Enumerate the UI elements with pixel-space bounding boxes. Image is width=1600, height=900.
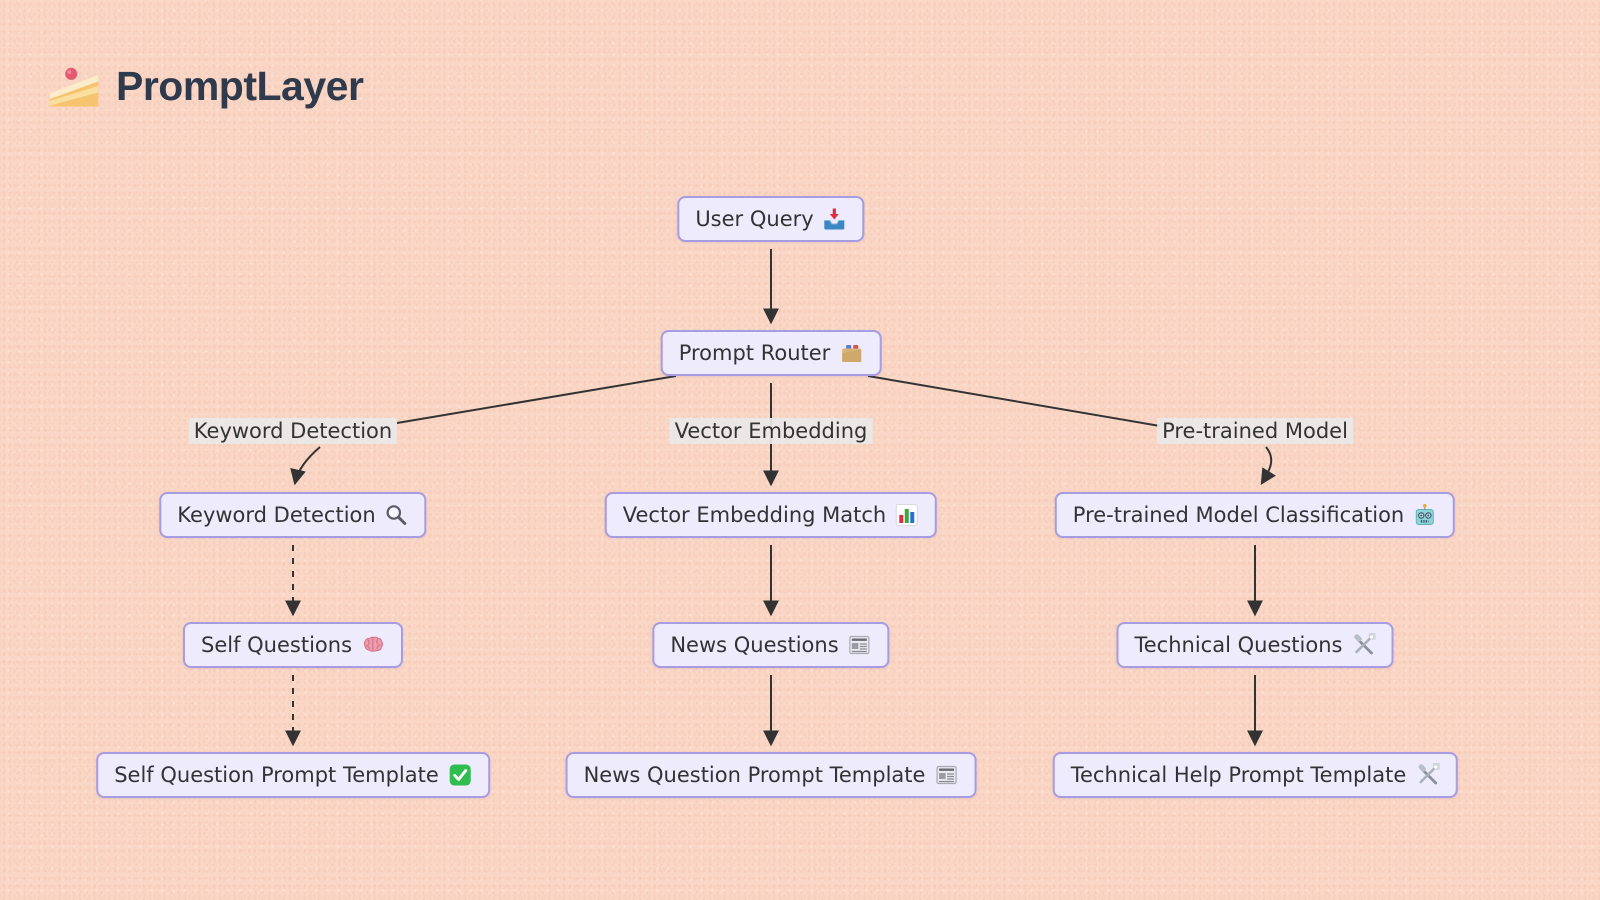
node-news-question-prompt-template: News Question Prompt Template: [565, 752, 977, 798]
card-index-dividers-icon: [839, 341, 863, 365]
hammer-and-wrench-icon: [1415, 763, 1440, 787]
edge-label-vector-embedding: Vector Embedding: [669, 418, 873, 444]
newspaper-icon: [848, 633, 872, 657]
node-keyword-detection: Keyword Detection: [159, 492, 427, 538]
node-prompt-router: Prompt Router: [660, 330, 882, 376]
edge-label-keyword-detection: Keyword Detection: [188, 418, 398, 444]
edge-prompt-router-to-keyword-label: [396, 375, 677, 424]
node-label: Technical Questions: [1134, 633, 1343, 657]
node-label: Self Questions: [200, 633, 353, 657]
newspaper-icon: [934, 763, 958, 787]
bar-chart-icon: [895, 503, 919, 527]
magnifying-glass-icon: [385, 503, 409, 527]
node-label: Vector Embedding Match: [622, 503, 887, 527]
edge-prompt-router-to-pretrained-label: [867, 375, 1161, 427]
node-technical-questions: Technical Questions: [1116, 622, 1394, 668]
node-label: Keyword Detection: [177, 503, 376, 527]
edge-label-pretrained-model: Pre-trained Model: [1157, 418, 1353, 444]
node-pretrained-model-classification: Pre-trained Model Classification: [1054, 492, 1456, 538]
node-label: News Questions: [670, 633, 839, 657]
brand-logo: PromptLayer: [46, 58, 364, 114]
node-label: Self Question Prompt Template: [114, 763, 439, 787]
edge-pretrained-label-to-classification: [1260, 446, 1276, 486]
node-label: Prompt Router: [678, 341, 831, 365]
cake-slice-icon: [46, 58, 102, 114]
robot-icon: [1413, 503, 1437, 527]
node-user-query: User Query: [677, 196, 865, 242]
inbox-tray-icon: [823, 207, 847, 231]
node-label: News Question Prompt Template: [583, 763, 926, 787]
node-technical-help-prompt-template: Technical Help Prompt Template: [1052, 752, 1458, 798]
edge-keyword-label-to-keyword-detection: [290, 446, 321, 486]
node-self-question-prompt-template: Self Question Prompt Template: [96, 752, 490, 798]
node-news-questions: News Questions: [652, 622, 890, 668]
hammer-and-wrench-icon: [1351, 633, 1376, 657]
check-mark-button-icon: [448, 763, 472, 787]
node-label: User Query: [695, 207, 814, 231]
node-label: Technical Help Prompt Template: [1070, 763, 1407, 787]
node-label: Pre-trained Model Classification: [1072, 503, 1405, 527]
brand-name: PromptLayer: [116, 62, 364, 109]
brain-icon: [361, 633, 385, 657]
node-self-questions: Self Questions: [182, 622, 404, 668]
node-vector-embedding-match: Vector Embedding Match: [604, 492, 938, 538]
